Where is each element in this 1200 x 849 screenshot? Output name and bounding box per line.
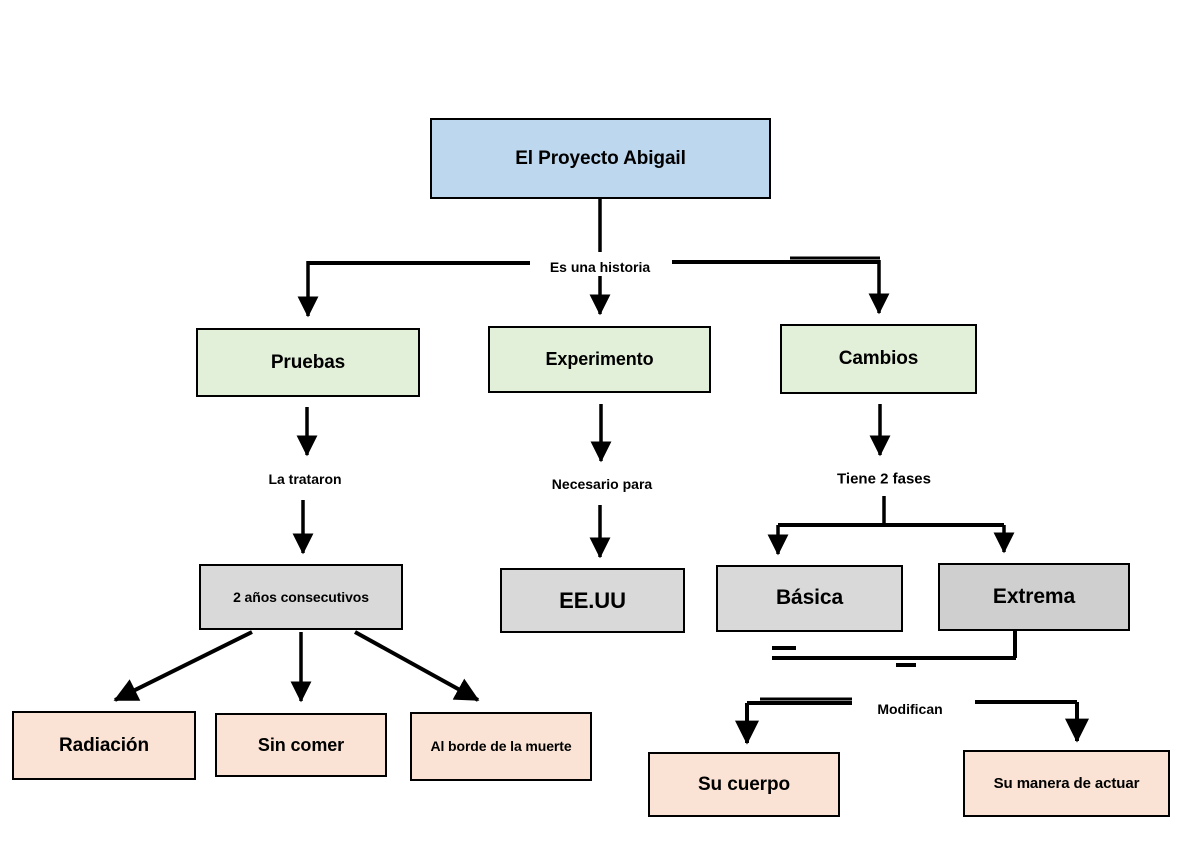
node-al-borde-de-la-muerte[interactable]: Al borde de la muerte xyxy=(410,712,592,781)
node-el-proyecto-abigail[interactable]: El Proyecto Abigail xyxy=(430,118,771,199)
edge-anios-to-radiacion xyxy=(113,630,253,702)
node-pruebas[interactable]: Pruebas xyxy=(196,328,420,397)
node-radiacion[interactable]: Radiación xyxy=(12,711,196,780)
node-2-anos-consecutivos[interactable]: 2 años consecutivos xyxy=(199,564,403,630)
edge-label-necesario-para: Necesario para xyxy=(551,476,653,492)
edge-label-tiene-2-fases: Tiene 2 fases xyxy=(837,470,931,488)
node-ee-uu[interactable]: EE.UU xyxy=(500,568,685,633)
node-extrema[interactable]: Extrema xyxy=(938,563,1130,631)
node-su-cuerpo[interactable]: Su cuerpo xyxy=(648,752,840,817)
node-experimento[interactable]: Experimento xyxy=(488,326,711,393)
edge-label-es-una-historia: Es una historia xyxy=(549,259,651,275)
node-sin-comer[interactable]: Sin comer xyxy=(215,713,387,777)
edge-label-modifican: Modifican xyxy=(877,701,943,717)
node-basica[interactable]: Básica xyxy=(716,565,903,632)
node-cambios[interactable]: Cambios xyxy=(780,324,977,394)
edge-anios-to-alborde xyxy=(354,630,480,702)
node-su-manera-de-actuar[interactable]: Su manera de actuar xyxy=(963,750,1170,817)
edge-label-la-trataron: La trataron xyxy=(268,471,342,487)
